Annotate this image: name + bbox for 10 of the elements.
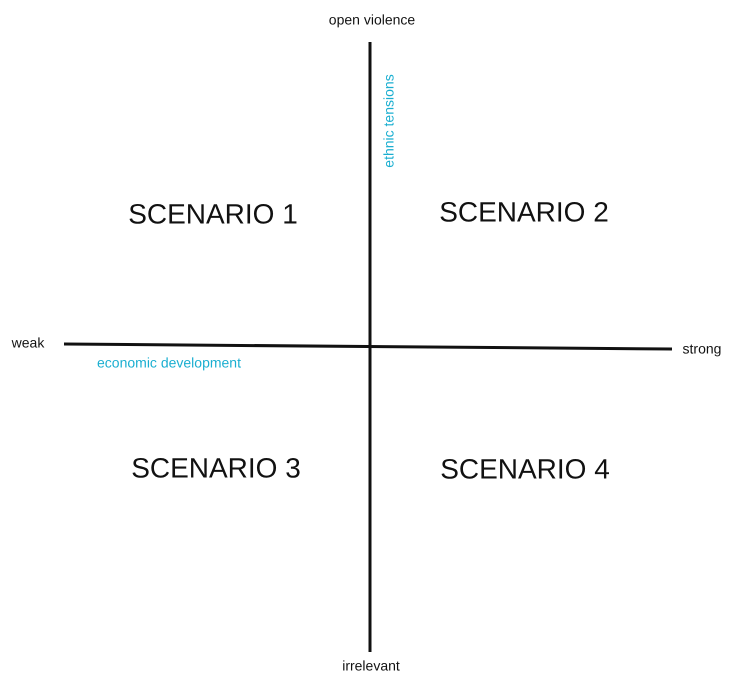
axis-end-label: irrelevant — [342, 658, 400, 674]
quadrant-label: SCENARIO 4 — [440, 454, 610, 486]
axis-end-label: open violence — [328, 12, 416, 28]
axis-end-label: strong — [682, 341, 722, 357]
axis-end-label: weak — [12, 335, 44, 351]
quadrant-label: SCENARIO 3 — [131, 454, 301, 484]
axis-title: economic development — [97, 355, 241, 371]
axis-title: ethnic tensions — [381, 74, 397, 168]
quadrant-label: SCENARIO 2 — [439, 198, 609, 228]
quadrant-label: SCENARIO 1 — [128, 200, 298, 230]
